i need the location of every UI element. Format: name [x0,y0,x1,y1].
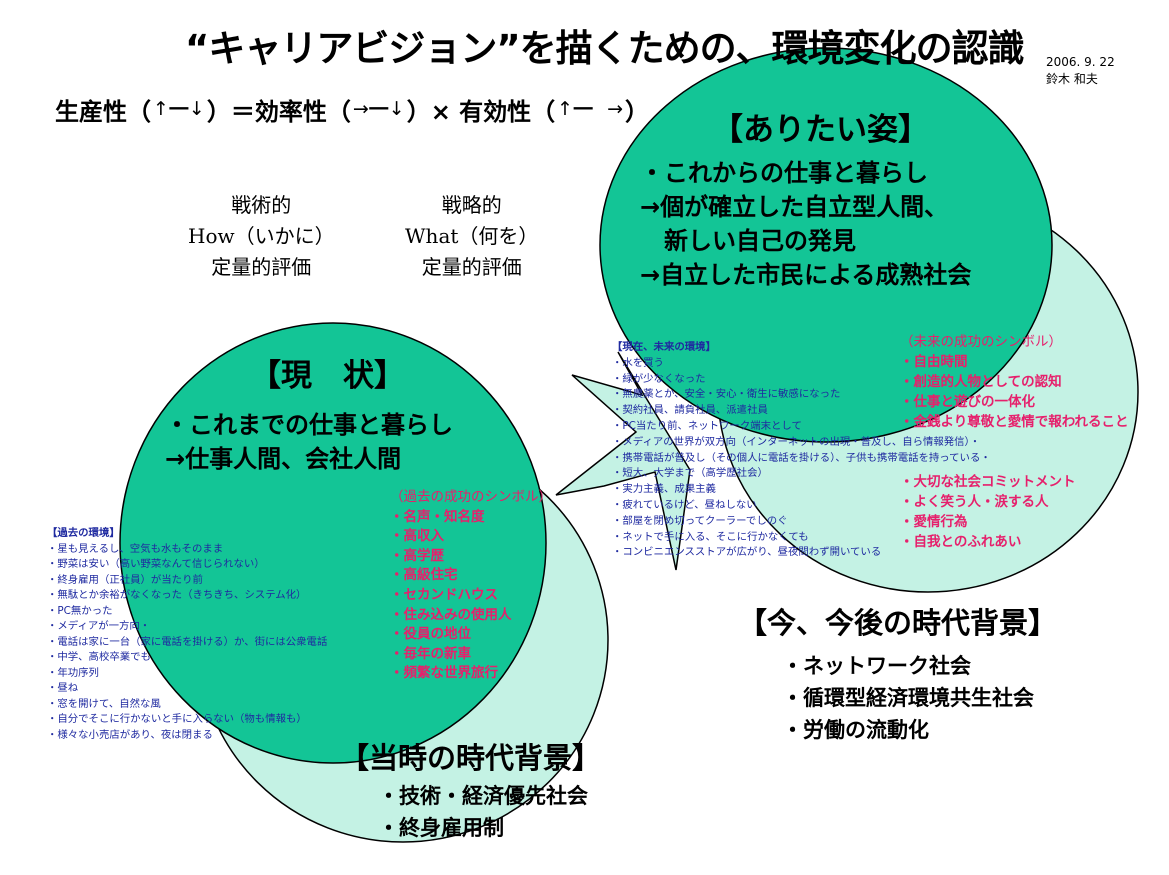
list-item: ・大切な社会コミットメント [900,474,1076,490]
list-item: ・様々な小売店があり、夜は閉まる [47,728,213,741]
list-item: ・年功序列 [47,666,99,679]
list-item: ・部屋を閉め切ってクーラーでしのぐ [612,514,788,527]
past-environment-list: 【過去の環境】 ・星も見えるし、空気も水もそのまま ・野菜は安い（高い野菜なんて… [47,526,327,743]
list-item: ・終身雇用制 [378,816,504,840]
list-item: ・高級住宅 [390,567,458,584]
list-item: ・労働の流動化 [782,718,929,742]
past-symbols-list: （過去の成功のシンボル） ・名声・知名度 ・高収入 ・高学歴 ・高級住宅 ・セカ… [390,488,552,684]
ideal-circle [599,47,1053,443]
list-item: ・創造的人物としての認知 [900,374,1062,390]
page-title: “キャリアビジョン”を描くための、環境変化の認識 [185,27,1025,70]
list-item: ・仕事と遊びの一体化 [900,394,1035,410]
strategic-label: 戦略的 What（何を） 定量的評価 [405,193,539,279]
productivity-arrows: ↑一↓ [153,97,205,121]
list-item: ・昼ね [47,682,79,694]
list-item: ・PC無かった [47,604,113,617]
list-item: ・高収入 [390,528,444,545]
list-item: ・実力主義、成果主義 [612,483,716,496]
list-item: ・短大、大学まで（高学歴社会） [612,467,768,480]
list-item: （過去の成功のシンボル） [390,489,552,505]
list-item: ・ネットで手に入る、そこに行かなくても [612,530,809,543]
list-item: ・愛情行為 [900,514,968,530]
ideal-heading: 【ありたい姿】 [712,112,929,148]
list-item: ・メディアが一方向・ [47,620,151,632]
productivity-term: 生産性 [55,98,127,126]
list-item: ・疲れているけど、昼ねしない [612,498,757,511]
list-item: ・ネットワーク社会 [782,654,971,678]
list-item: ・技術・経済優先社会 [378,784,588,808]
efficiency-arrows: →一↓ [352,97,405,121]
list-item: ・頻繁な世界旅行 [390,665,498,682]
list-item: ・自我とのふれあい [900,534,1022,550]
list-item: ・毎年の新車 [390,645,471,662]
current-circle [119,322,547,764]
past-background-heading: 【当時の時代背景】 [340,741,602,775]
list-item: ・無駄とか余裕がなくなった（きちきち、システム化） [47,589,307,601]
list-item: ・星も見えるし、空気も水もそのまま [47,542,224,555]
list-item: ・契約社員、請負社員、派遣社員 [612,404,768,417]
list-item: ・循環型経済環境共生社会 [782,686,1034,710]
efficiency-term: ＝効率性 [230,98,327,126]
list-item: ・PC当たり前、ネットワーク端末として [612,419,802,432]
list-item: ・無農薬とか、安全・安心・衛生に敏感になった [612,388,841,401]
ideal-lines: ・これからの仕事と暮らし →個が確立した自立型人間、 新しい自己の発見 →自立し… [640,159,972,289]
author: 鈴木 和夫 [1046,72,1098,86]
list-item: ・住み込みの使用人 [390,606,512,623]
current-lines: ・これまでの仕事と暮らし →仕事人間、会社人間 [165,411,453,473]
tactical-label: 戦術的 How（いかに） 定量的評価 [188,193,335,279]
list-item: ・金銭より尊敬と愛情で報われること [900,414,1129,430]
list-item: ・セカンドハウス [390,586,498,603]
list-item: （未来の成功のシンボル） [900,334,1062,350]
list-item: ・自分でそこに行かないと手に入らない（物も情報も） [47,713,307,725]
list-item: ・携帯電話が普及し（その個人に電話を掛ける）、子供も携帯電話を持っている・ [612,451,991,464]
list-item: ・水を買う [612,356,664,369]
transition-arrow [555,351,691,571]
list-item: ・終身雇用（正社員）が当たり前 [47,573,203,586]
list-item: ・中学、高校卒業でも [47,651,151,663]
list-item: ・名声・知名度 [390,508,485,525]
date: 2006. 9. 22 [1046,55,1115,69]
future-environment-list: 【現在、未来の環境】 ・水を買う ・緑が少なくなった ・無農薬とか、安全・安心・… [612,340,991,561]
list-item: ・野菜は安い（高い野菜なんて信じられない） [47,558,265,570]
list-item: ・緑が少なくなった [612,372,706,385]
list-item: ・メディアの世界が双方向（インターネットの出現・普及し、自ら情報発信）・ [612,435,981,448]
productivity-formula: 生産性（↑一↓）＝効率性（→一↓）× 有効性（↑一→） [55,92,649,172]
list-item: ・窓を開けて、自然な風 [47,697,161,710]
past-background-items: ・技術・経済優先社会 ・終身雇用制 [378,780,588,844]
future-symbols-list: （未来の成功のシンボル） ・自由時間 ・創造的人物としての認知 ・仕事と遊びの一… [900,332,1129,552]
effectiveness-term: × 有効性 [430,98,532,126]
list-item: ・役員の地位 [390,626,471,643]
effectiveness-arrows: ↑一→ [557,97,623,121]
list-item: ・高学歴 [390,547,444,564]
list-item: ・電話は家に一台（家に電話を掛ける）か、街には公衆電話 [47,635,328,648]
list-item: ・よく笑う人・涙する人 [900,494,1049,510]
date-author: 2006. 9. 22 鈴木 和夫 [1046,54,1115,88]
list-item: 【過去の環境】 [47,527,120,539]
now-background-items: ・ネットワーク社会 ・循環型経済環境共生社会 ・労働の流動化 [782,650,1034,746]
list-item: ・コンビニエンスストアが広がり、昼夜問わず開いている [612,546,882,559]
current-heading: 【現 状】 [250,358,405,394]
list-item: 【現在、未来の環境】 [612,341,716,353]
list-item: ・自由時間 [900,354,968,370]
now-background-heading: 【今、今後の時代背景】 [738,606,1058,640]
